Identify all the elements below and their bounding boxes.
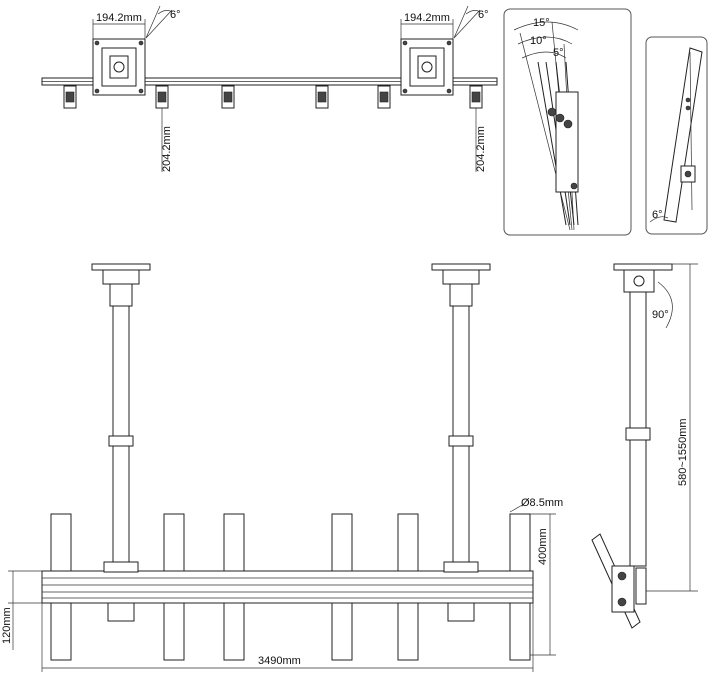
- front-ceiling-plate-right: [431, 263, 491, 271]
- tilt-5-label: 5°: [553, 47, 564, 59]
- tilt-15-label: 15°: [533, 17, 550, 29]
- top-left-height-label: 204.2mm: [161, 126, 173, 172]
- top-right-width-label: 194.2mm: [404, 12, 450, 24]
- tilt-detail-panel: 15° 10° 5°: [503, 8, 632, 236]
- pole-length-label: 580~1550mm: [677, 418, 689, 486]
- top-right-height-label: 204.2mm: [475, 126, 487, 172]
- front-view: Ø8.5mm 400mm 120mm 3490mm: [1, 263, 563, 672]
- front-ceiling-plate-left: [91, 263, 151, 271]
- front-pole-right: [448, 283, 474, 567]
- side-rotation-label: 90°: [652, 309, 669, 321]
- hole-diameter-label: Ø8.5mm: [521, 497, 563, 509]
- side-pole: [629, 291, 647, 429]
- tilt-brackets: [537, 61, 579, 226]
- side-ceiling-plate: [613, 263, 673, 271]
- top-ceiling-plate-left: [92, 38, 146, 96]
- top-right-angle-label: 6°: [478, 9, 489, 21]
- top-view: 194.2mm 194.2mm 6° 6° 204.2mm 204.2mm: [41, 5, 498, 172]
- bracket-height-label: 400mm: [537, 528, 549, 565]
- top-clamps: [63, 85, 483, 109]
- top-left-width-label: 194.2mm: [96, 12, 142, 24]
- top-left-angle-label: 6°: [170, 9, 181, 21]
- side-tilted-screen: [591, 533, 647, 629]
- bar-height-label: 120mm: [1, 607, 13, 644]
- top-ceiling-plate-right: [400, 38, 454, 96]
- side-view: 90° 580~1550mm: [591, 263, 698, 629]
- tilt-10-label: 10°: [530, 35, 547, 47]
- total-width-label: 3490mm: [258, 655, 301, 667]
- side-panel-angle-label: 6°: [652, 209, 663, 221]
- front-pole-left: [108, 283, 134, 567]
- side-detail-panel: 6°: [645, 36, 708, 235]
